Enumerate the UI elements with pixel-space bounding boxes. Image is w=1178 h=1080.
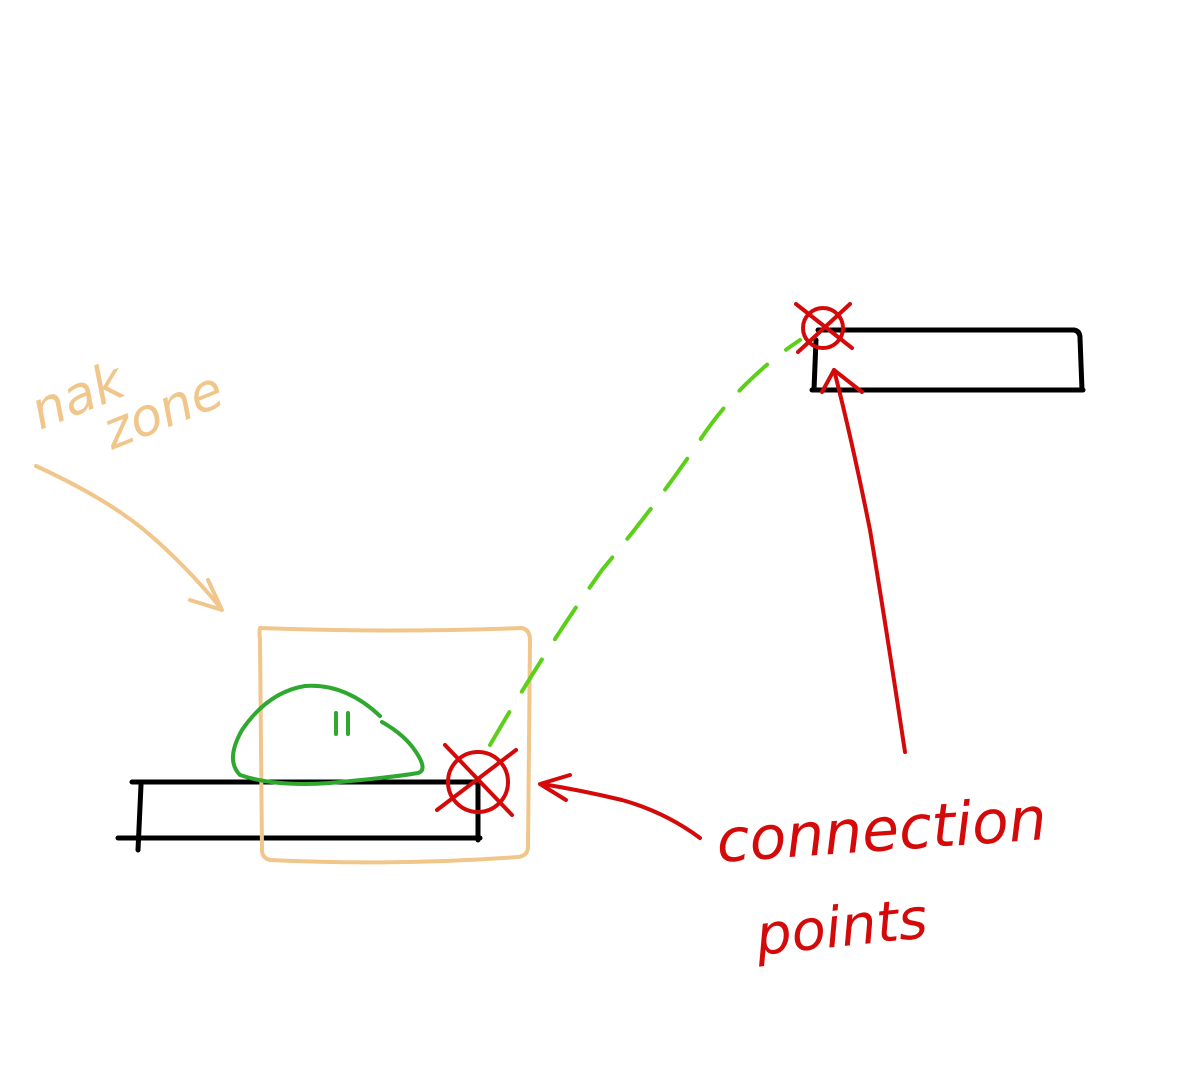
connection-point-right [794,302,854,354]
connection-label-line2: points [752,886,931,969]
zone-pointer-arrow [34,464,224,612]
zone-box [257,626,532,865]
connection-arrow-right [820,368,907,754]
connection-arrow-left [538,773,702,840]
zone-label: nak zone [22,350,232,462]
connection-label-line1: connection [714,784,1049,877]
connection-label: connection points [714,784,1049,969]
character-blob [231,683,425,786]
connection-point-left [435,743,518,817]
jump-trajectory [488,338,802,747]
left-platform [115,779,483,853]
right-platform [809,327,1086,393]
